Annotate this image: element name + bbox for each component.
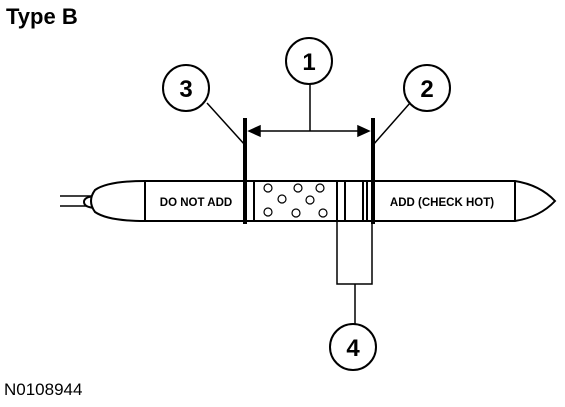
callout-2-leader: [372, 102, 411, 146]
figure-id: N0108944: [4, 380, 83, 399]
callout-1-number: 1: [302, 49, 315, 76]
callout-4: 4: [329, 323, 377, 371]
callout-1: 1: [285, 37, 333, 85]
callout-4-number: 4: [346, 335, 360, 362]
callout-2: 2: [403, 64, 451, 112]
callout-3-number: 3: [179, 76, 192, 103]
callout-2-number: 2: [420, 76, 433, 103]
do-not-add-label: DO NOT ADD: [160, 197, 232, 209]
zone-dividers: [144, 181, 516, 221]
item-4-bracket: [336, 221, 373, 324]
add-check-hot-label: ADD (CHECK HOT): [390, 197, 494, 209]
hatch-dots: [263, 183, 328, 218]
dipstick-outline: [90, 180, 557, 222]
page-title: Type B: [6, 4, 78, 29]
callout-3-leader: [206, 102, 246, 146]
range-dimension-arrow: [247, 84, 371, 138]
callout-3: 3: [162, 64, 210, 112]
